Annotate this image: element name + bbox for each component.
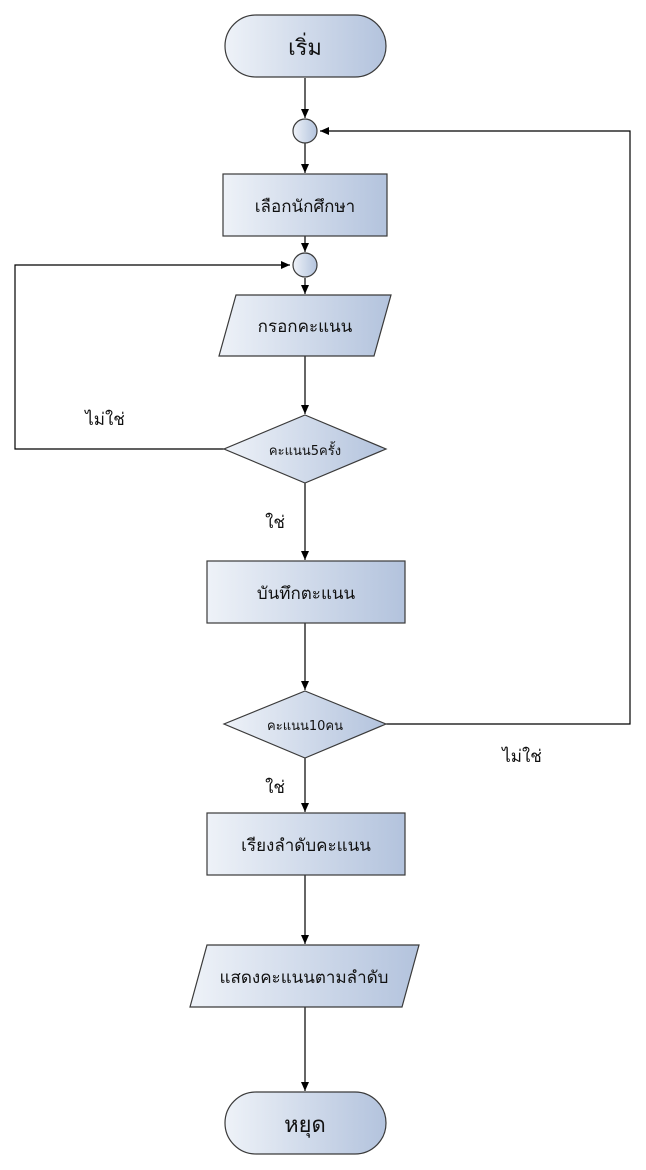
save-score-label: บันทึกตะแนน xyxy=(257,584,356,604)
select-student-label: เลือกนักศึกษา xyxy=(255,197,355,217)
loop-no-check-ten xyxy=(320,127,631,725)
show-scores-label: แสดงคะแนนตามลำดับ xyxy=(220,968,389,988)
start-label: เริ่ม xyxy=(288,32,322,61)
branch-label-yes-inner: ใช่ xyxy=(265,512,285,533)
check-five-label: คะแนน5ครั้ง xyxy=(269,441,341,459)
show-scores-io xyxy=(189,944,420,1008)
check-ten-label: คะแนน10คน xyxy=(267,719,343,734)
check-ten-decision xyxy=(222,690,388,759)
stop-label: หยุด xyxy=(284,1113,326,1138)
junction-outer-loop xyxy=(292,118,318,144)
input-score-label: กรอกคะแนน xyxy=(258,317,353,337)
branch-label-no-inner: ไม่ใช่ xyxy=(83,409,125,430)
sort-scores-label: เรียงลำดับคะแนน xyxy=(241,836,371,856)
start-terminal xyxy=(224,14,387,78)
select-student-process xyxy=(222,173,388,237)
junction-inner-loop xyxy=(292,252,318,278)
save-score-process xyxy=(206,560,406,624)
sort-scores-process xyxy=(206,812,406,876)
check-five-decision xyxy=(222,414,388,484)
branch-label-yes-outer: ใช่ xyxy=(265,777,285,798)
input-score-io xyxy=(218,294,392,357)
branch-label-no-outer: ไม่ใช่ xyxy=(500,746,542,767)
loop-no-check-five xyxy=(14,261,290,450)
stop-terminal xyxy=(224,1091,387,1155)
